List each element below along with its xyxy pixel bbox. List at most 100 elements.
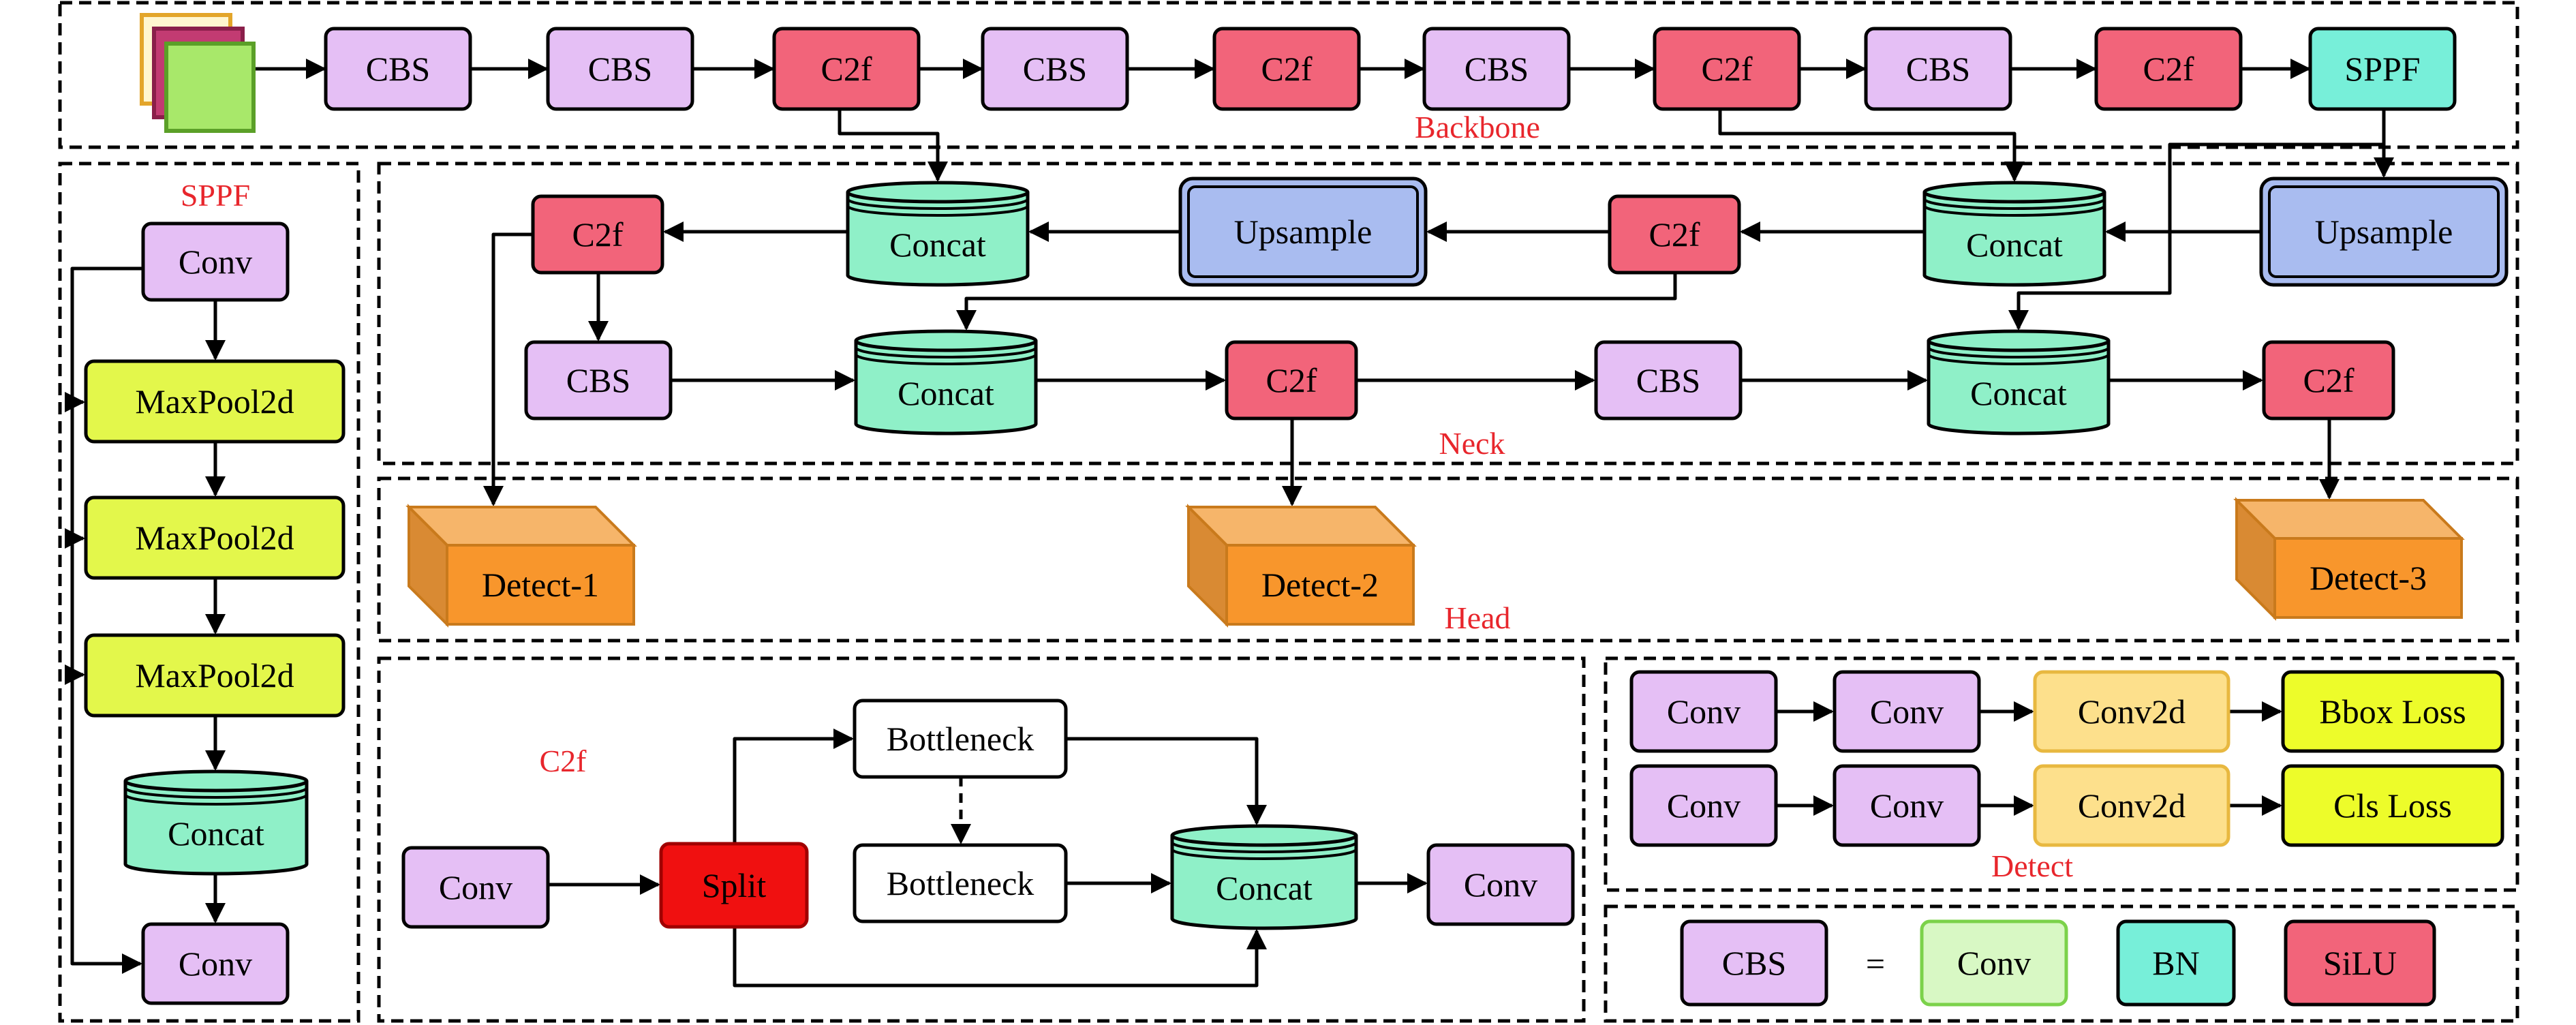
neck-c2f-top-right xyxy=(1608,194,1741,275)
edge-c2f-bt-to-concat xyxy=(1066,737,1267,825)
head-title: Head xyxy=(1444,600,1510,635)
backbone-c2f-1 xyxy=(772,27,921,111)
detect-conv-2b xyxy=(1833,764,1981,847)
legend-silu-label: SiLU xyxy=(2323,944,2397,982)
head-detect-3 xyxy=(2233,497,2465,621)
backbone-sppf xyxy=(2308,27,2457,111)
detect-conv2d-2 xyxy=(2033,764,2230,847)
neck-cbs-bottom-right-label: CBS xyxy=(1636,361,1701,399)
backbone-c2f-2 xyxy=(1212,27,1361,111)
input-image-icon xyxy=(140,13,256,133)
sppf-maxpool-2 xyxy=(84,495,346,580)
neck-upsample-left-label: Upsample xyxy=(1234,213,1373,251)
c2f-concat-label: Concat xyxy=(1216,869,1313,907)
detect-bbox-loss-label: Bbox Loss xyxy=(2319,692,2466,731)
detect-cls-loss xyxy=(2281,764,2504,847)
neck-concat-right-top-label: Concat xyxy=(1966,226,2063,264)
neck-concat-bottom-right-label: Concat xyxy=(1970,374,2067,412)
neck-concat-left-top xyxy=(846,181,1030,287)
neck-concat-bottom-left xyxy=(854,329,1038,435)
edge-sppf-to-concat-bottom-right xyxy=(2008,120,2386,331)
neck-cbs-bottom-left-label: CBS xyxy=(566,361,631,399)
detect-title: Detect xyxy=(1991,848,2073,883)
backbone-cbs-2 xyxy=(546,27,694,111)
head-detect-2-label: Detect-2 xyxy=(1261,566,1379,604)
sppf-conv-bottom xyxy=(141,922,290,1005)
c2f-bottleneck-top xyxy=(853,699,1068,779)
sppf-conv-top xyxy=(141,221,290,302)
c2f-concat xyxy=(1170,824,1358,930)
head-detect-3-label: Detect-3 xyxy=(2310,559,2427,597)
detect-conv2d-2-label: Conv2d xyxy=(2078,786,2186,825)
neck-title: Neck xyxy=(1439,426,1505,461)
backbone-c2f-4-label: C2f xyxy=(2143,50,2194,88)
backbone-cbs-1-label: CBS xyxy=(366,50,431,88)
legend-conv xyxy=(1920,919,2068,1007)
edge-c2f-split-to-concat-bottom xyxy=(733,927,1267,988)
backbone-cbs-5-label: CBS xyxy=(1906,50,1971,88)
detect-conv-2b-label: Conv xyxy=(1870,786,1944,825)
neck-c2f-top-left xyxy=(531,194,664,275)
neck-c2f-bottom-mid-label: C2f xyxy=(1266,361,1317,399)
neck-concat-left-top-label: Concat xyxy=(889,226,986,264)
detect-conv2d-1-label: Conv2d xyxy=(2078,692,2186,731)
neck-cbs-bottom-right xyxy=(1594,340,1743,420)
sppf-maxpool-3-label: MaxPool2d xyxy=(135,656,294,694)
c2f-conv-out-label: Conv xyxy=(1464,866,1537,904)
backbone-c2f-4 xyxy=(2094,27,2243,111)
neck-upsample-right-label: Upsample xyxy=(2315,213,2453,251)
neck-c2f-top-right-label: C2f xyxy=(1649,215,1700,254)
c2f-title: C2f xyxy=(540,744,587,778)
c2f-bottleneck-top-label: Bottleneck xyxy=(887,720,1034,758)
cbs-legend-frame xyxy=(1604,904,2519,1023)
backbone-cbs-4 xyxy=(1422,27,1571,111)
backbone-cbs-5 xyxy=(1864,27,2012,111)
sppf-maxpool-2-label: MaxPool2d xyxy=(135,519,294,557)
sppf-conv-bottom-label: Conv xyxy=(179,945,252,983)
sppf-concat-label: Concat xyxy=(168,814,264,853)
neck-upsample-right xyxy=(2259,177,2509,287)
c2f-conv-out xyxy=(1426,843,1575,926)
neck-c2f-bottom-right-label: C2f xyxy=(2303,361,2355,399)
backbone-cbs-4-label: CBS xyxy=(1465,50,1529,88)
backbone-c2f-2-label: C2f xyxy=(1261,50,1313,88)
detect-conv-1b-label: Conv xyxy=(1870,692,1944,731)
sppf-concat xyxy=(123,769,309,876)
head-detect-1 xyxy=(405,504,637,628)
detect-cls-loss-label: Cls Loss xyxy=(2333,786,2452,825)
c2f-bottleneck-bottom-label: Bottleneck xyxy=(887,864,1034,902)
head-detect-2 xyxy=(1185,504,1417,628)
neck-c2f-bottom-right xyxy=(2262,340,2395,420)
edge-sppf-conv-skip xyxy=(70,266,143,974)
backbone-c2f-3 xyxy=(1653,27,1801,111)
legend-bn xyxy=(2116,919,2236,1007)
sppf-maxpool-1-label: MaxPool2d xyxy=(135,382,294,420)
detect-conv-1a-label: Conv xyxy=(1667,692,1741,731)
neck-concat-bottom-left-label: Concat xyxy=(898,374,994,412)
neck-concat-bottom-right xyxy=(1927,329,2111,435)
backbone-title: Backbone xyxy=(1415,110,1540,144)
backbone-cbs-2-label: CBS xyxy=(588,50,653,88)
legend-cbs-label: CBS xyxy=(1722,944,1787,982)
backbone-cbs-1 xyxy=(324,27,472,111)
sppf-conv-top-label: Conv xyxy=(179,243,252,281)
c2f-conv-in-label: Conv xyxy=(439,868,512,906)
legend-silu xyxy=(2284,919,2436,1007)
detect-bbox-loss xyxy=(2281,670,2504,753)
backbone-cbs-3-label: CBS xyxy=(1023,50,1088,88)
sppf-frame xyxy=(58,162,361,1023)
head-detect-1-label: Detect-1 xyxy=(482,566,599,604)
head-frame xyxy=(377,476,2519,643)
neck-upsample-left xyxy=(1178,177,1428,287)
c2f-bottleneck-bottom xyxy=(853,843,1068,923)
edge-bb-c2f-3-to-concat-right-top xyxy=(1718,109,2025,182)
c2f-frame xyxy=(377,656,1586,1023)
legend-equals-sign: = xyxy=(1866,945,1885,983)
neck-frame xyxy=(377,162,2519,465)
backbone-c2f-3-label: C2f xyxy=(1702,50,1753,88)
legend-cbs xyxy=(1680,919,1828,1007)
neck-cbs-bottom-left xyxy=(524,340,673,420)
c2f-split-label: Split xyxy=(702,866,767,904)
